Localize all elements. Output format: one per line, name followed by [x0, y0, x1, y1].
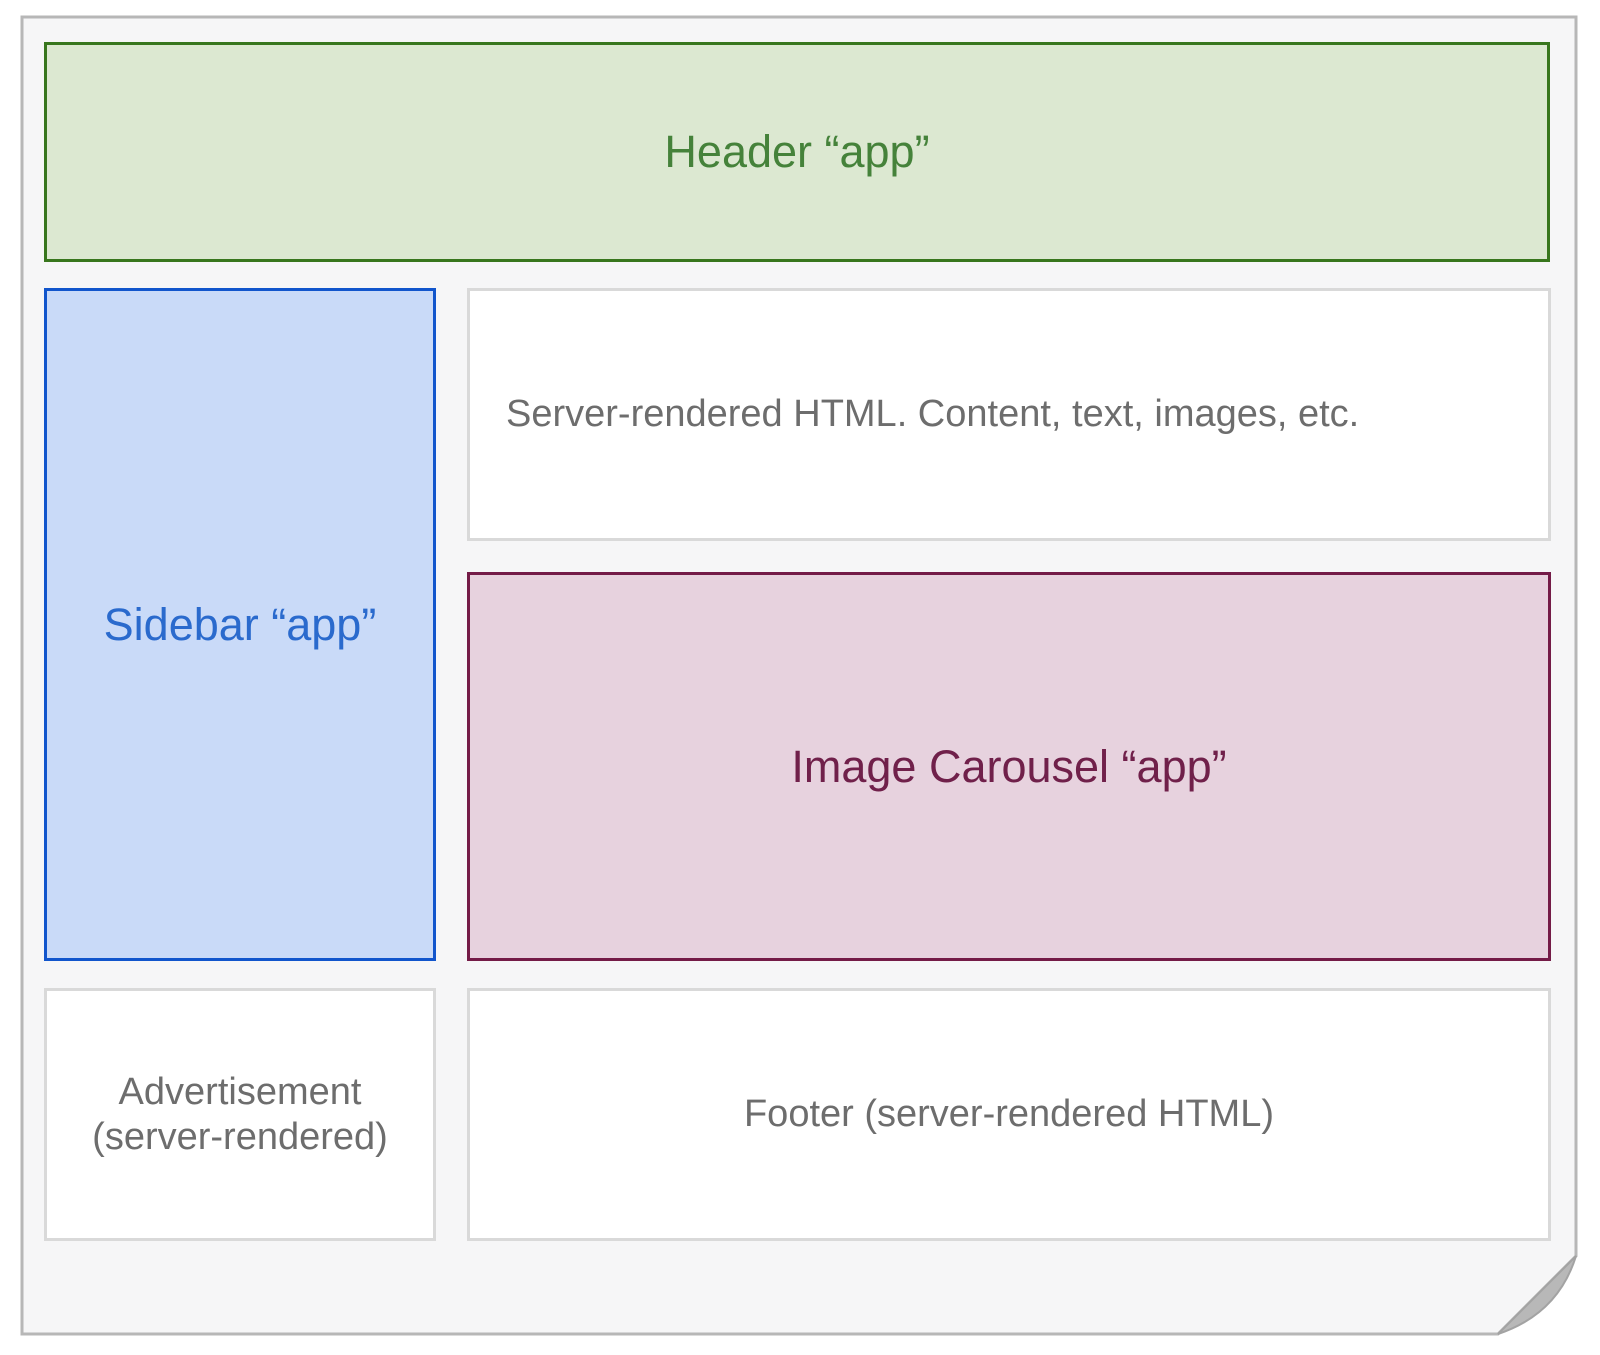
footer-box: Footer (server-rendered HTML) — [467, 988, 1551, 1241]
sidebar-app-box: Sidebar “app” — [44, 288, 436, 961]
header-app-box: Header “app” — [44, 42, 1550, 262]
server-rendered-content-label: Server-rendered HTML. Content, text, ima… — [506, 393, 1360, 435]
image-carousel-app-box: Image Carousel “app” — [467, 572, 1551, 961]
advertisement-label-line2: (server-rendered) — [92, 1115, 388, 1158]
header-app-label: Header “app” — [664, 126, 930, 177]
sidebar-app-label: Sidebar “app” — [103, 598, 377, 650]
image-carousel-app-label: Image Carousel “app” — [791, 740, 1227, 792]
page-corner-fold-icon — [1497, 1255, 1577, 1335]
advertisement-label-line1: Advertisement — [118, 1070, 362, 1113]
advertisement-box: Advertisement (server-rendered) — [44, 988, 436, 1241]
server-rendered-content-box: Server-rendered HTML. Content, text, ima… — [467, 288, 1551, 541]
footer-label: Footer (server-rendered HTML) — [743, 1093, 1275, 1135]
